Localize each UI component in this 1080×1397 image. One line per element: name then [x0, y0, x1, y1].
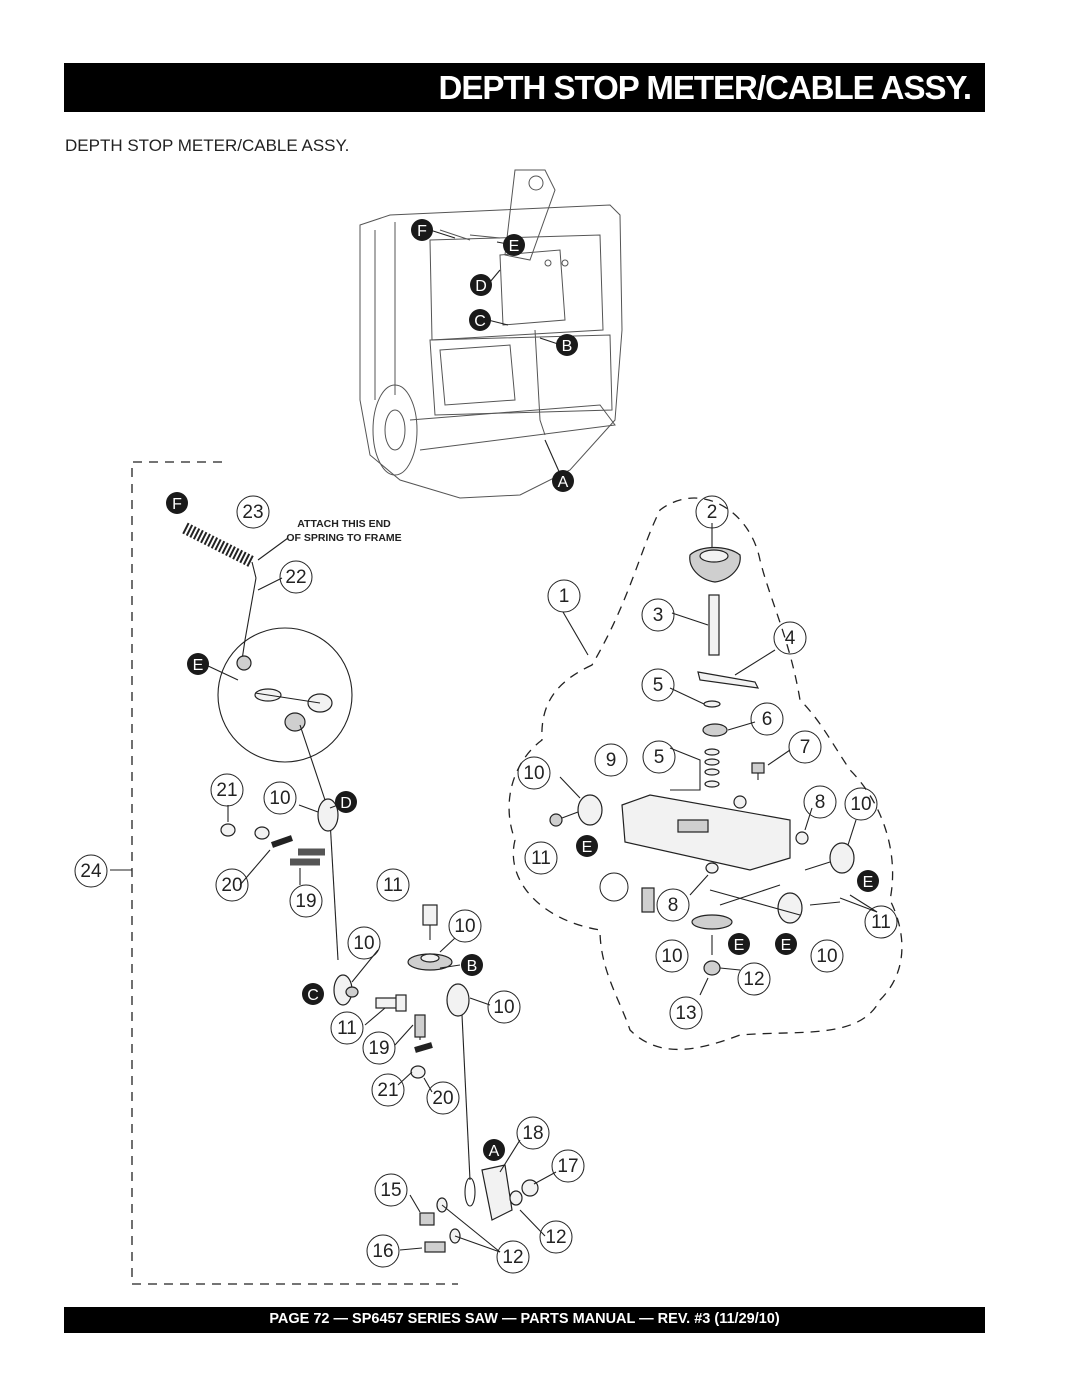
overview-callout-A: A: [552, 470, 574, 492]
callout-labels: 23 22 21 10 24 20 19 11 10 10 10 11 19 2…: [80, 502, 890, 1268]
svg-text:10: 10: [816, 946, 837, 967]
pulley-D: [317, 798, 339, 832]
svg-text:E: E: [734, 937, 745, 954]
svg-text:10: 10: [493, 997, 514, 1018]
svg-text:11: 11: [871, 912, 891, 933]
overview-callout-D: D: [470, 274, 492, 296]
svg-text:5: 5: [653, 675, 664, 696]
svg-text:23: 23: [242, 502, 263, 523]
svg-text:F: F: [417, 223, 427, 240]
svg-text:D: D: [475, 278, 487, 295]
svg-text:16: 16: [372, 1241, 393, 1262]
spring-note-line1: ATTACH THIS END: [297, 518, 391, 530]
svg-text:5: 5: [654, 747, 665, 768]
svg-text:10: 10: [454, 916, 475, 937]
pulley-detail: [254, 688, 333, 732]
overview-callout-B: B: [556, 334, 578, 356]
svg-text:2: 2: [707, 502, 718, 523]
detail-circle-E: [217, 627, 353, 763]
svg-text:10: 10: [523, 763, 544, 784]
svg-text:C: C: [307, 987, 319, 1004]
svg-text:19: 19: [368, 1038, 389, 1059]
svg-text:10: 10: [850, 794, 871, 815]
overview-callout-F: F: [411, 219, 433, 241]
svg-text:7: 7: [800, 737, 811, 758]
svg-text:20: 20: [432, 1088, 453, 1109]
svg-text:C: C: [474, 313, 486, 330]
letter-callout-E-meter-left: E: [576, 835, 598, 857]
svg-text:E: E: [781, 937, 792, 954]
letter-callout-A: A: [483, 1139, 505, 1161]
svg-text:11: 11: [531, 848, 551, 869]
meter-assy-boundary: [508, 497, 903, 1051]
svg-text:24: 24: [80, 861, 102, 882]
svg-text:A: A: [489, 1143, 500, 1160]
svg-text:B: B: [562, 338, 573, 355]
svg-text:13: 13: [675, 1003, 696, 1024]
overview-callout-E: E: [503, 234, 525, 256]
section-title: DEPTH STOP METER/CABLE ASSY.: [65, 136, 350, 155]
svg-text:12: 12: [545, 1227, 566, 1248]
hardware-upper: [220, 805, 325, 886]
overview-callout-C: C: [469, 309, 491, 331]
page-title: DEPTH STOP METER/CABLE ASSY.: [438, 69, 972, 106]
svg-text:20: 20: [221, 875, 242, 896]
svg-text:15: 15: [380, 1180, 401, 1201]
middle-pulleys: [333, 904, 491, 1181]
spring-assembly: [182, 522, 257, 671]
svg-text:6: 6: [762, 709, 773, 730]
svg-text:A: A: [558, 474, 569, 491]
svg-text:17: 17: [557, 1156, 578, 1177]
svg-text:11: 11: [337, 1018, 357, 1039]
svg-text:F: F: [172, 496, 182, 513]
letter-callout-F: F: [166, 492, 188, 514]
header-bar: DEPTH STOP METER/CABLE ASSY.: [64, 63, 985, 112]
svg-text:10: 10: [269, 788, 290, 809]
svg-text:10: 10: [661, 946, 682, 967]
svg-text:B: B: [467, 958, 478, 975]
svg-text:9: 9: [606, 750, 617, 771]
svg-text:12: 12: [743, 969, 764, 990]
letter-callout-E-left: E: [187, 653, 209, 675]
svg-text:8: 8: [815, 792, 826, 813]
callout-rings: [74, 495, 898, 1274]
svg-text:10: 10: [353, 933, 374, 954]
letter-callout-E-meter-right: E: [857, 870, 879, 892]
letter-callout-E-meter-bottom-left: E: [728, 933, 750, 955]
svg-text:4: 4: [785, 628, 796, 649]
letter-callout-B: B: [461, 954, 483, 976]
bottom-bracket: [399, 1139, 557, 1253]
svg-text:E: E: [863, 874, 874, 891]
letter-callout-C: C: [302, 983, 324, 1005]
svg-text:18: 18: [522, 1123, 543, 1144]
svg-text:22: 22: [285, 567, 306, 588]
svg-text:E: E: [509, 238, 520, 255]
svg-text:12: 12: [502, 1247, 523, 1268]
svg-text:19: 19: [295, 891, 316, 912]
meter-parts: [549, 523, 878, 996]
svg-text:21: 21: [216, 780, 237, 801]
spring-note-line2: OF SPRING TO FRAME: [286, 532, 401, 544]
letter-callout-D: D: [335, 791, 357, 813]
svg-text:E: E: [193, 657, 204, 674]
svg-text:E: E: [582, 839, 593, 856]
footer-text: PAGE 72 — SP6457 SERIES SAW — PARTS MANU…: [269, 1311, 780, 1327]
cable-assy-boundary: [131, 461, 458, 1285]
svg-text:D: D: [340, 795, 352, 812]
svg-text:1: 1: [559, 586, 570, 607]
svg-text:21: 21: [377, 1080, 398, 1101]
svg-text:11: 11: [383, 875, 403, 896]
footer-bar: PAGE 72 — SP6457 SERIES SAW — PARTS MANU…: [64, 1307, 985, 1333]
svg-text:3: 3: [653, 605, 664, 626]
svg-text:8: 8: [668, 895, 679, 916]
saw-frame-overview: [359, 169, 623, 499]
letter-callout-E-meter-bottom-right: E: [775, 933, 797, 955]
